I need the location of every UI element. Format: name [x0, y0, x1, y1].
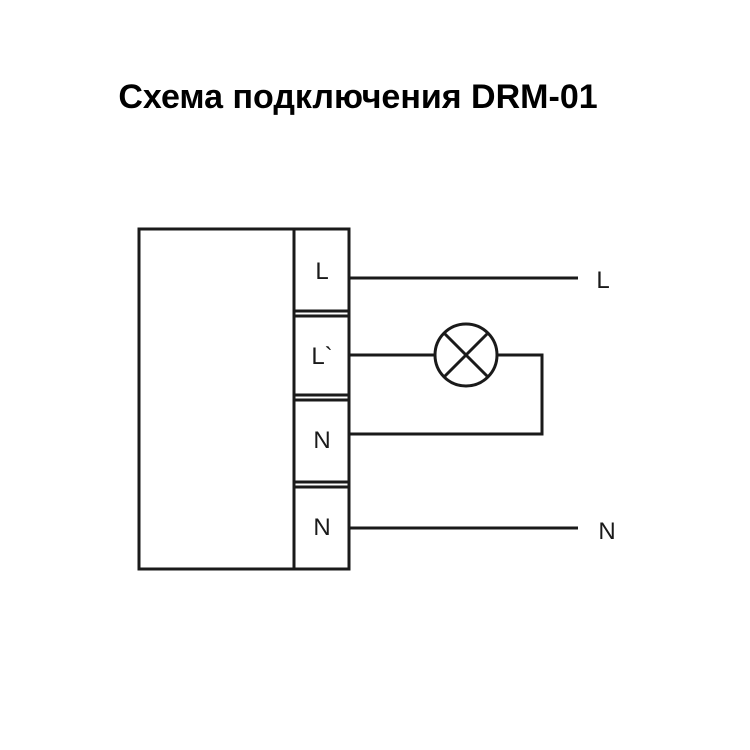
diagram-title: Схема подключения DRM-01 [118, 78, 598, 116]
lamp-icon [433, 322, 499, 388]
terminal-block [292, 229, 349, 569]
wires [349, 276, 578, 530]
external-label-n: N [598, 518, 615, 545]
terminal-label-n2: N [313, 514, 330, 541]
terminal-label-l-prime: L` [311, 343, 332, 370]
terminal-label-n1: N [313, 427, 330, 454]
load-return-wire [349, 353, 544, 436]
external-label-l: L [596, 267, 609, 294]
terminal-label-l: L [315, 258, 328, 285]
